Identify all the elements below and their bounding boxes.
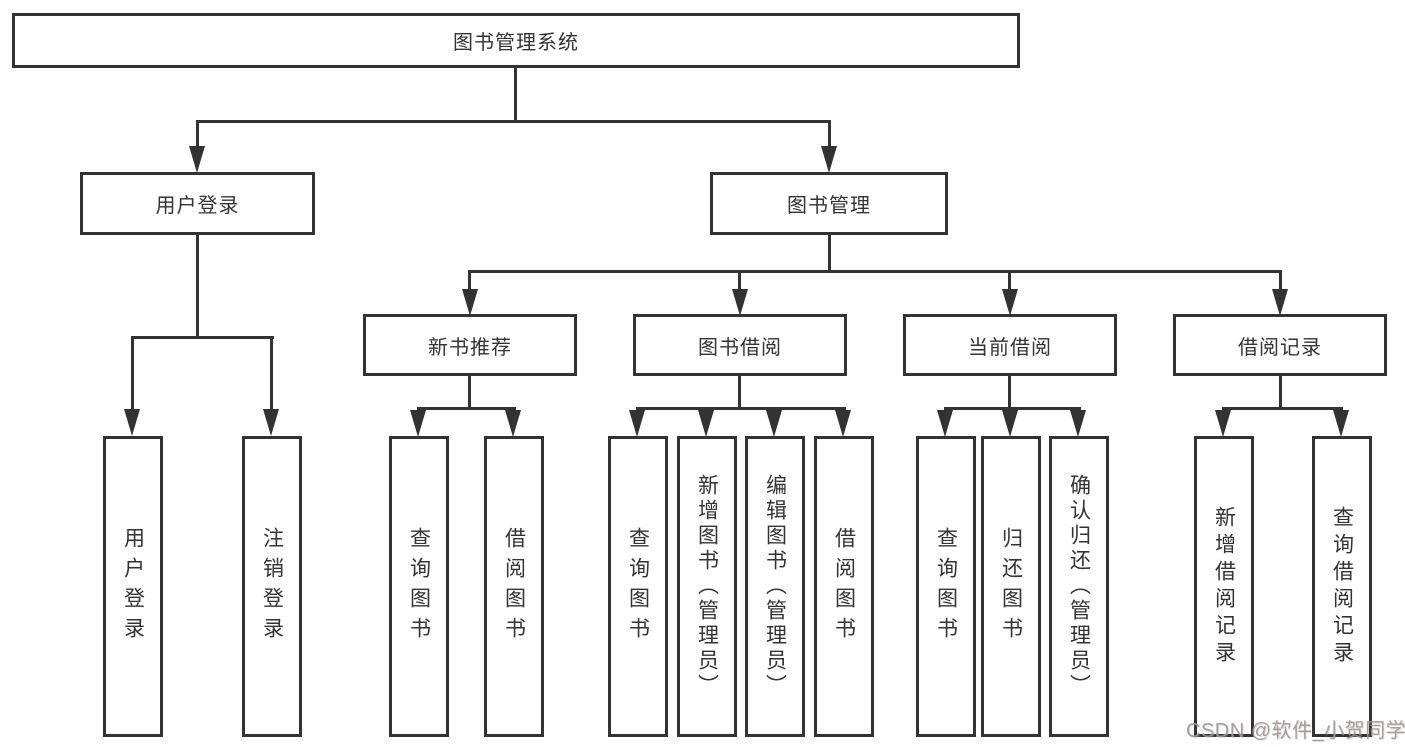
node-add-borrow-record: 新增借阅记录 <box>1194 436 1254 737</box>
node-book-management: 图书管理 <box>710 172 948 235</box>
connector-newrec-stem <box>468 376 471 410</box>
arrowhead-current-leaf3 <box>1070 410 1086 437</box>
node-query-books-borrow: 查询图书 <box>608 436 668 737</box>
node-query-borrow-record: 查询借阅记录 <box>1312 436 1372 737</box>
node-add-books-admin: 新增图书（管理员） <box>677 436 737 737</box>
node-borrow-books-borrow: 借阅图书 <box>814 436 874 737</box>
node-user-login: 用户登录 <box>80 172 315 235</box>
connector-record-stem <box>1279 376 1282 410</box>
arrowhead-current-borrow <box>1002 289 1018 316</box>
arrowhead-new-book-rec <box>462 289 478 316</box>
arrowhead-borrow-leaf3 <box>766 410 782 437</box>
connector-book-mgmt-bar <box>468 270 1282 273</box>
arrowhead-user-login <box>189 146 205 173</box>
arrowhead-newrec-leaf2 <box>505 410 521 437</box>
connector-root-bar <box>196 120 831 123</box>
arrowhead-current-leaf2 <box>1002 410 1018 437</box>
node-user-login-leaf: 用户登录 <box>103 436 163 737</box>
connector-drop-book-borrow <box>738 270 741 292</box>
connector-drop-user-login <box>196 120 199 150</box>
connector-current-bar <box>944 407 1081 410</box>
connector-book-mgmt-stem <box>828 235 831 273</box>
connector-user-login-bar <box>131 336 274 339</box>
arrowhead-book-mgmt <box>821 146 837 173</box>
connector-drop-new-book-rec <box>468 270 471 292</box>
arrowhead-record-leaf1 <box>1215 410 1231 437</box>
node-return-books: 归还图书 <box>981 436 1041 737</box>
connector-newrec-bar <box>417 407 516 410</box>
node-query-books-current: 查询图书 <box>916 436 976 737</box>
node-book-borrowing: 图书借阅 <box>633 314 847 376</box>
arrowhead-book-borrow <box>732 289 748 316</box>
connector-current-stem <box>1008 376 1011 410</box>
node-borrow-books-newrec: 借阅图书 <box>484 436 544 737</box>
node-edit-books-admin: 编辑图书（管理员） <box>745 436 805 737</box>
arrowhead-record-leaf2 <box>1333 410 1349 437</box>
connector-root-stem <box>514 68 517 123</box>
connector-borrow-bar <box>636 407 846 410</box>
connector-drop-logout-leaf <box>270 336 273 412</box>
node-borrowing-records: 借阅记录 <box>1173 314 1387 376</box>
node-query-books-newrec: 查询图书 <box>389 436 449 737</box>
node-library-management-system: 图书管理系统 <box>12 13 1020 68</box>
arrowhead-borrow-leaf1 <box>629 410 645 437</box>
csdn-watermark: CSDN @软件_小贺同学 <box>1186 720 1405 742</box>
connector-borrow-stem <box>738 376 741 410</box>
arrowhead-newrec-leaf1 <box>410 410 426 437</box>
arrowhead-borrow-leaf2 <box>698 410 714 437</box>
node-logout-leaf: 注销登录 <box>242 436 302 737</box>
connector-record-bar <box>1222 407 1343 410</box>
connector-drop-current-borrow <box>1008 270 1011 292</box>
node-current-borrowing: 当前借阅 <box>903 314 1117 376</box>
connector-drop-book-mgmt <box>828 120 831 150</box>
connector-user-login-stem <box>196 235 199 339</box>
node-new-book-recommend: 新书推荐 <box>363 314 577 376</box>
connector-drop-login-leaf <box>131 336 134 412</box>
arrowhead-login-leaf <box>124 409 140 436</box>
connector-drop-borrow-record <box>1279 270 1282 292</box>
node-confirm-return-admin: 确认归还（管理员） <box>1049 436 1109 737</box>
arrowhead-borrow-leaf4 <box>835 410 851 437</box>
arrowhead-borrow-record <box>1272 289 1288 316</box>
arrowhead-logout-leaf <box>263 409 279 436</box>
arrowhead-current-leaf1 <box>937 410 953 437</box>
